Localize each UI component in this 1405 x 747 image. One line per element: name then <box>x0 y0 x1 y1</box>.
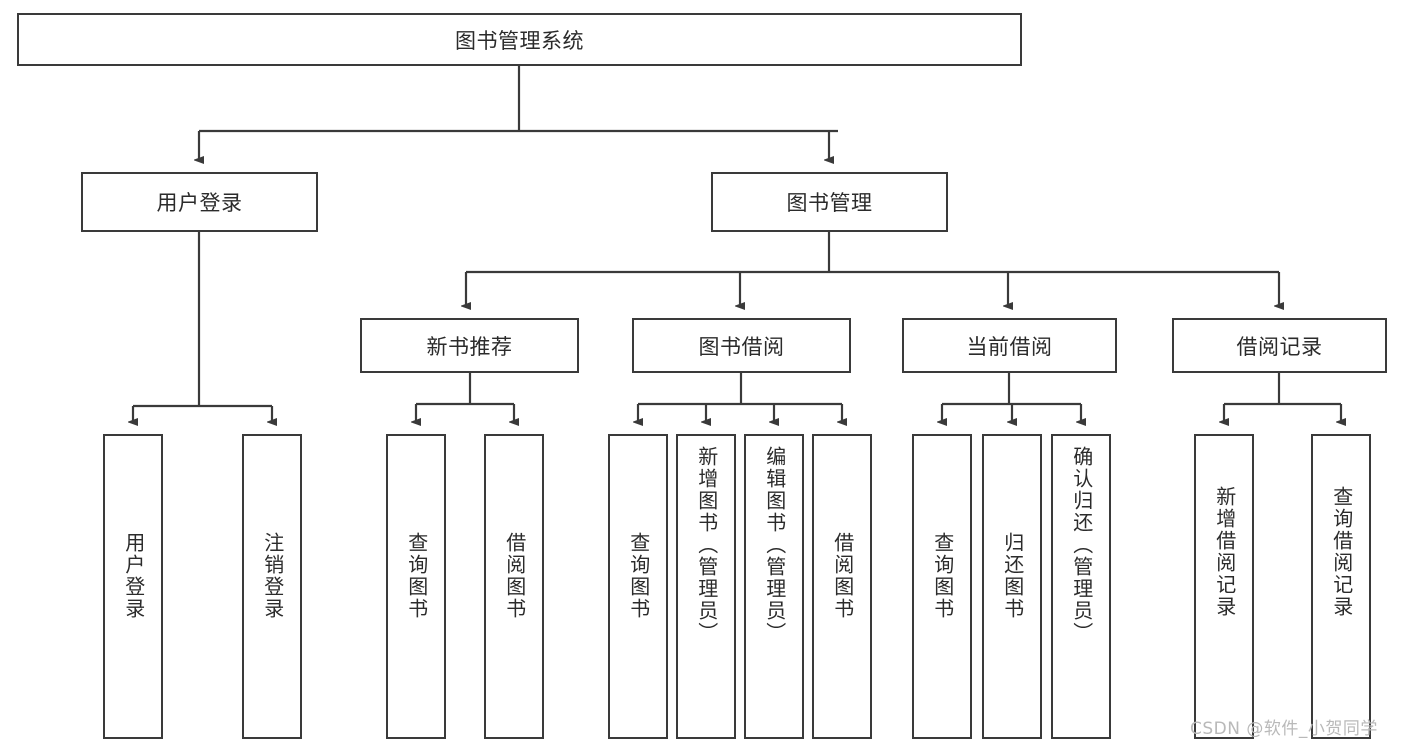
leaf-node[interactable]: 查询借阅记录 <box>1311 434 1371 739</box>
leaf-node[interactable]: 新增图书（管理员） <box>676 434 736 739</box>
leaf-node-label: 查询借阅记录 <box>1329 486 1354 618</box>
node-new-book-recommendation[interactable]: 新书推荐 <box>360 318 579 373</box>
node-borrowing-records[interactable]: 借阅记录 <box>1172 318 1387 373</box>
leaf-node[interactable]: 借阅图书 <box>812 434 872 739</box>
leaf-node[interactable]: 确认归还（管理员） <box>1051 434 1111 739</box>
node-label: 新书推荐 <box>426 334 513 359</box>
node-label: 用户登录 <box>156 191 243 215</box>
leaf-node[interactable]: 查询图书 <box>912 434 972 739</box>
node-book-management[interactable]: 图书管理 <box>711 172 948 232</box>
node-user-login[interactable]: 用户登录 <box>81 172 318 232</box>
leaf-node-label: 查询图书 <box>930 532 955 620</box>
leaf-node-label: 新增图书（管理员） <box>694 446 719 644</box>
leaf-node-label: 编辑图书（管理员） <box>762 446 787 644</box>
leaf-node[interactable]: 用户登录 <box>103 434 163 739</box>
leaf-node-label: 查询图书 <box>626 532 651 620</box>
csdn-watermark: CSDN @软件_小贺同学 <box>1190 719 1378 739</box>
node-label: 当前借阅 <box>966 334 1053 359</box>
leaf-node-label: 新增借阅记录 <box>1212 486 1237 618</box>
leaf-node-label: 借阅图书 <box>830 532 855 620</box>
root-node-book-management-system[interactable]: 图书管理系统 <box>17 13 1022 66</box>
node-label: 图书管理 <box>786 191 873 215</box>
leaf-node[interactable]: 编辑图书（管理员） <box>744 434 804 739</box>
leaf-node[interactable]: 注销登录 <box>242 434 302 739</box>
leaf-node-label: 注销登录 <box>260 532 285 620</box>
leaf-node[interactable]: 归还图书 <box>982 434 1042 739</box>
node-book-borrowing[interactable]: 图书借阅 <box>632 318 851 373</box>
node-current-borrowing[interactable]: 当前借阅 <box>902 318 1117 373</box>
leaf-node-label: 查询图书 <box>404 532 429 620</box>
node-label: 图书借阅 <box>698 334 785 359</box>
node-label: 借阅记录 <box>1236 334 1323 359</box>
leaf-node-label: 确认归还（管理员） <box>1069 446 1094 644</box>
leaf-node[interactable]: 查询图书 <box>608 434 668 739</box>
leaf-node[interactable]: 借阅图书 <box>484 434 544 739</box>
leaf-node[interactable]: 新增借阅记录 <box>1194 434 1254 739</box>
leaf-node-label: 归还图书 <box>1000 532 1025 620</box>
root-node-label: 图书管理系统 <box>455 28 584 53</box>
leaf-node-label: 用户登录 <box>121 532 146 620</box>
leaf-node[interactable]: 查询图书 <box>386 434 446 739</box>
leaf-node-label: 借阅图书 <box>502 532 527 620</box>
